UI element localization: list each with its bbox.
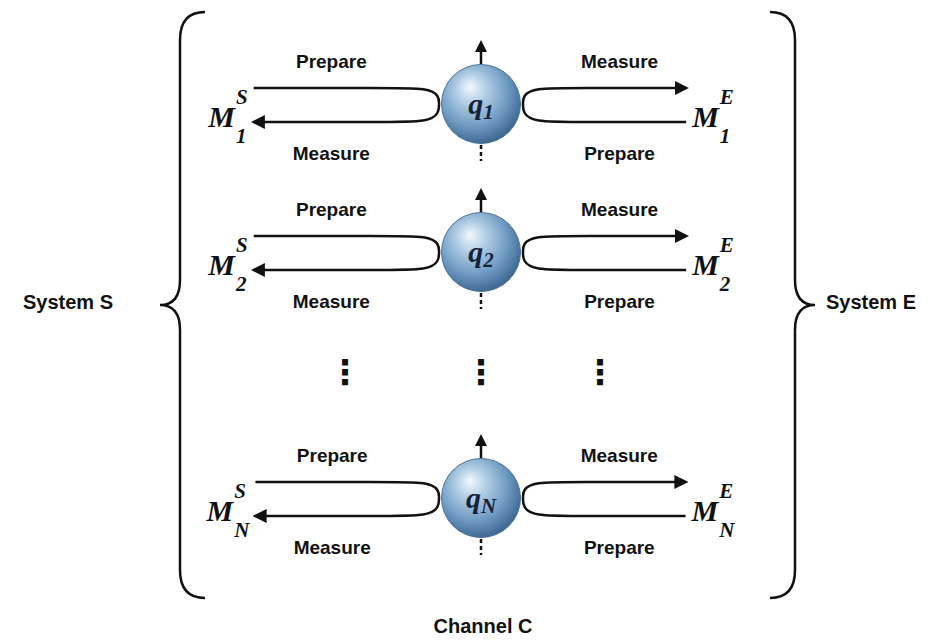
system-superscript: E [720, 235, 734, 256]
ellipsis-mark: ⋮ [328, 354, 362, 391]
channel-label: Channel C [434, 615, 533, 637]
measurement-symbol: M [208, 250, 235, 280]
sphere-label: q1 [441, 64, 521, 144]
right-brace [770, 12, 815, 598]
qubit-symbol: q [466, 483, 481, 513]
loop-arrow [523, 236, 686, 252]
ellipsis-mark: ⋮ [583, 354, 617, 391]
edge-label: Prepare [584, 144, 655, 165]
measurement-symbol: M [692, 496, 719, 526]
script-stack: E1 [720, 91, 734, 143]
system-superscript: S [234, 481, 246, 502]
edge-label: Measure [293, 292, 370, 313]
system-superscript: E [719, 481, 733, 502]
measurement-symbol: M [207, 496, 234, 526]
measurement-label: ME1 [690, 89, 736, 145]
index-subscript: 1 [720, 126, 731, 147]
loop-arrow [523, 498, 686, 516]
loop-arrow [254, 236, 439, 252]
edge-label: Measure [581, 52, 658, 73]
index-subscript: N [719, 520, 734, 541]
qubit-index: 2 [483, 250, 494, 271]
loop-arrow [523, 482, 686, 498]
measurement-label: MSN [205, 483, 252, 539]
loop-arrow [254, 88, 439, 104]
index-subscript: 2 [720, 274, 731, 295]
edge-label: Measure [294, 538, 371, 559]
measurement-label: MEN [690, 483, 737, 539]
script-stack: S1 [236, 91, 248, 143]
sphere-label: qN [441, 458, 521, 538]
qubit-sphere: qN [441, 458, 521, 538]
measurement-symbol: M [692, 102, 719, 132]
index-subscript: 2 [236, 274, 247, 295]
loop-arrow [254, 252, 439, 270]
loop-arrow [523, 104, 686, 122]
edge-label: Prepare [297, 446, 368, 467]
measurement-symbol: M [208, 102, 235, 132]
index-subscript: 1 [236, 126, 247, 147]
system-superscript: S [236, 87, 248, 108]
system-label: System S [23, 291, 113, 313]
system-superscript: S [236, 235, 248, 256]
edge-label: Measure [581, 446, 658, 467]
loop-arrow [523, 252, 686, 270]
edge-label: Measure [293, 144, 370, 165]
edge-label: Prepare [296, 52, 367, 73]
script-stack: S2 [236, 239, 248, 291]
edge-label: Prepare [296, 200, 367, 221]
edge-label: Prepare [584, 538, 655, 559]
qubit-index: 1 [483, 102, 494, 123]
qubit-symbol: q [468, 89, 483, 119]
measurement-label: MS1 [206, 89, 249, 145]
system-superscript: E [720, 87, 734, 108]
loop-arrow [255, 498, 439, 516]
qubit-sphere: q2 [441, 212, 521, 292]
system-label: System E [826, 291, 916, 313]
script-stack: SN [234, 485, 249, 537]
qubit-index: N [481, 496, 496, 517]
qubit-symbol: q [468, 237, 483, 267]
script-stack: EN [719, 485, 734, 537]
loop-arrow [254, 104, 439, 122]
qubit-sphere: q1 [441, 64, 521, 144]
measurement-label: MS2 [206, 237, 249, 293]
ellipsis-mark: ⋮ [464, 354, 498, 391]
loop-arrow [255, 482, 439, 498]
measurement-label: ME2 [690, 237, 736, 293]
left-brace [160, 12, 205, 598]
edge-label: Prepare [584, 292, 655, 313]
sphere-label: q2 [441, 212, 521, 292]
measurement-symbol: M [692, 250, 719, 280]
edge-label: Measure [581, 200, 658, 221]
index-subscript: N [234, 520, 249, 541]
loop-arrow [523, 88, 686, 104]
script-stack: E2 [720, 239, 734, 291]
